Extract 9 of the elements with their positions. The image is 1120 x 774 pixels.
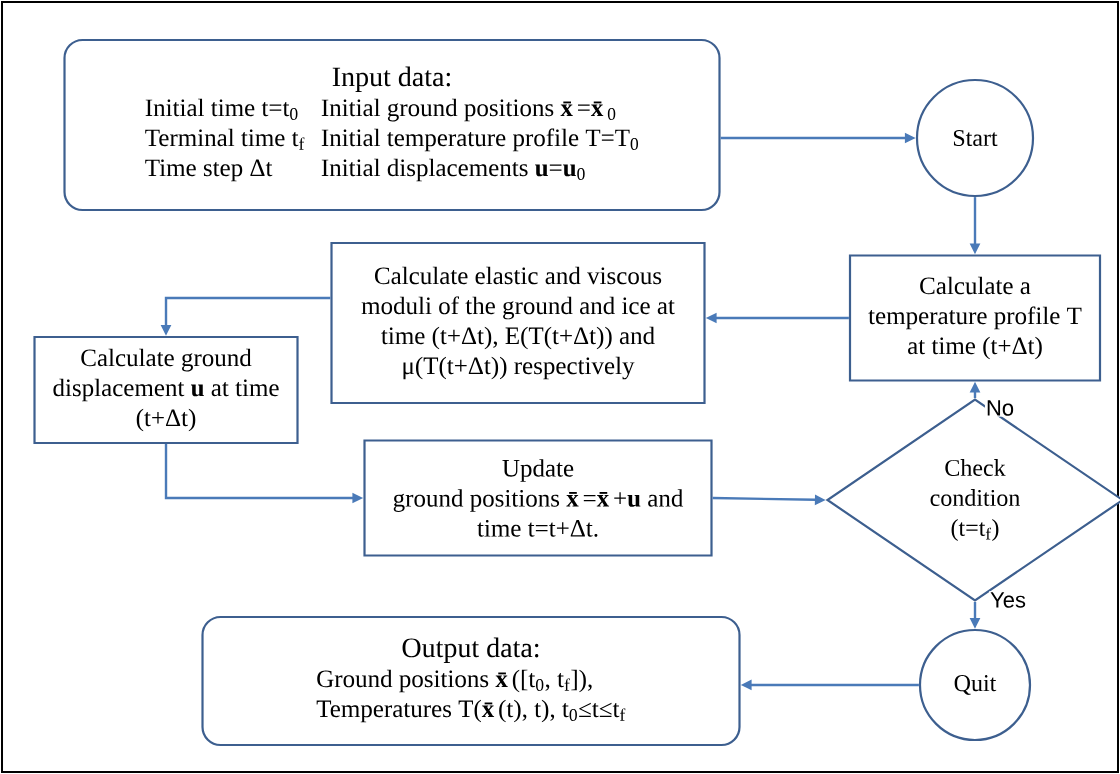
process-box: Calculate elastic and viscous moduli of the ground and ice at time (t+Δt), E(T(t+Δt)) and μ(T(t+Δt)) respectively xyxy=(330,241,706,405)
process-box: Update ground positions x̄=x̄+u and time t=t+Δt. xyxy=(363,439,713,557)
process-box: Calculate ground displacement u at time (t+Δt) xyxy=(33,335,299,445)
node-label: Check condition (t=t$_{f}$) xyxy=(930,459,1020,541)
edge-label: Yes xyxy=(989,591,1027,609)
edge-label: No xyxy=(984,399,1016,417)
data-box: Output data: Ground positions x̄([t$_{0}$, t$_{f}$]), Temperatures T(x̄(t), t), t$_{0}$≤t≤t$_{f}$ xyxy=(201,615,741,747)
process-box: Calculate a temperature profile T at time (t+Δt) xyxy=(848,254,1102,382)
data-box: Input data: Initial time t=t$_{0}$ Initial ground positions x̄=x̄$_{0}$ Terminal time t$_{f}$ Initial temperature profile T=T$_{0}$ Time step Δt Initial displacements u=u$_{0}$ xyxy=(63,38,721,212)
